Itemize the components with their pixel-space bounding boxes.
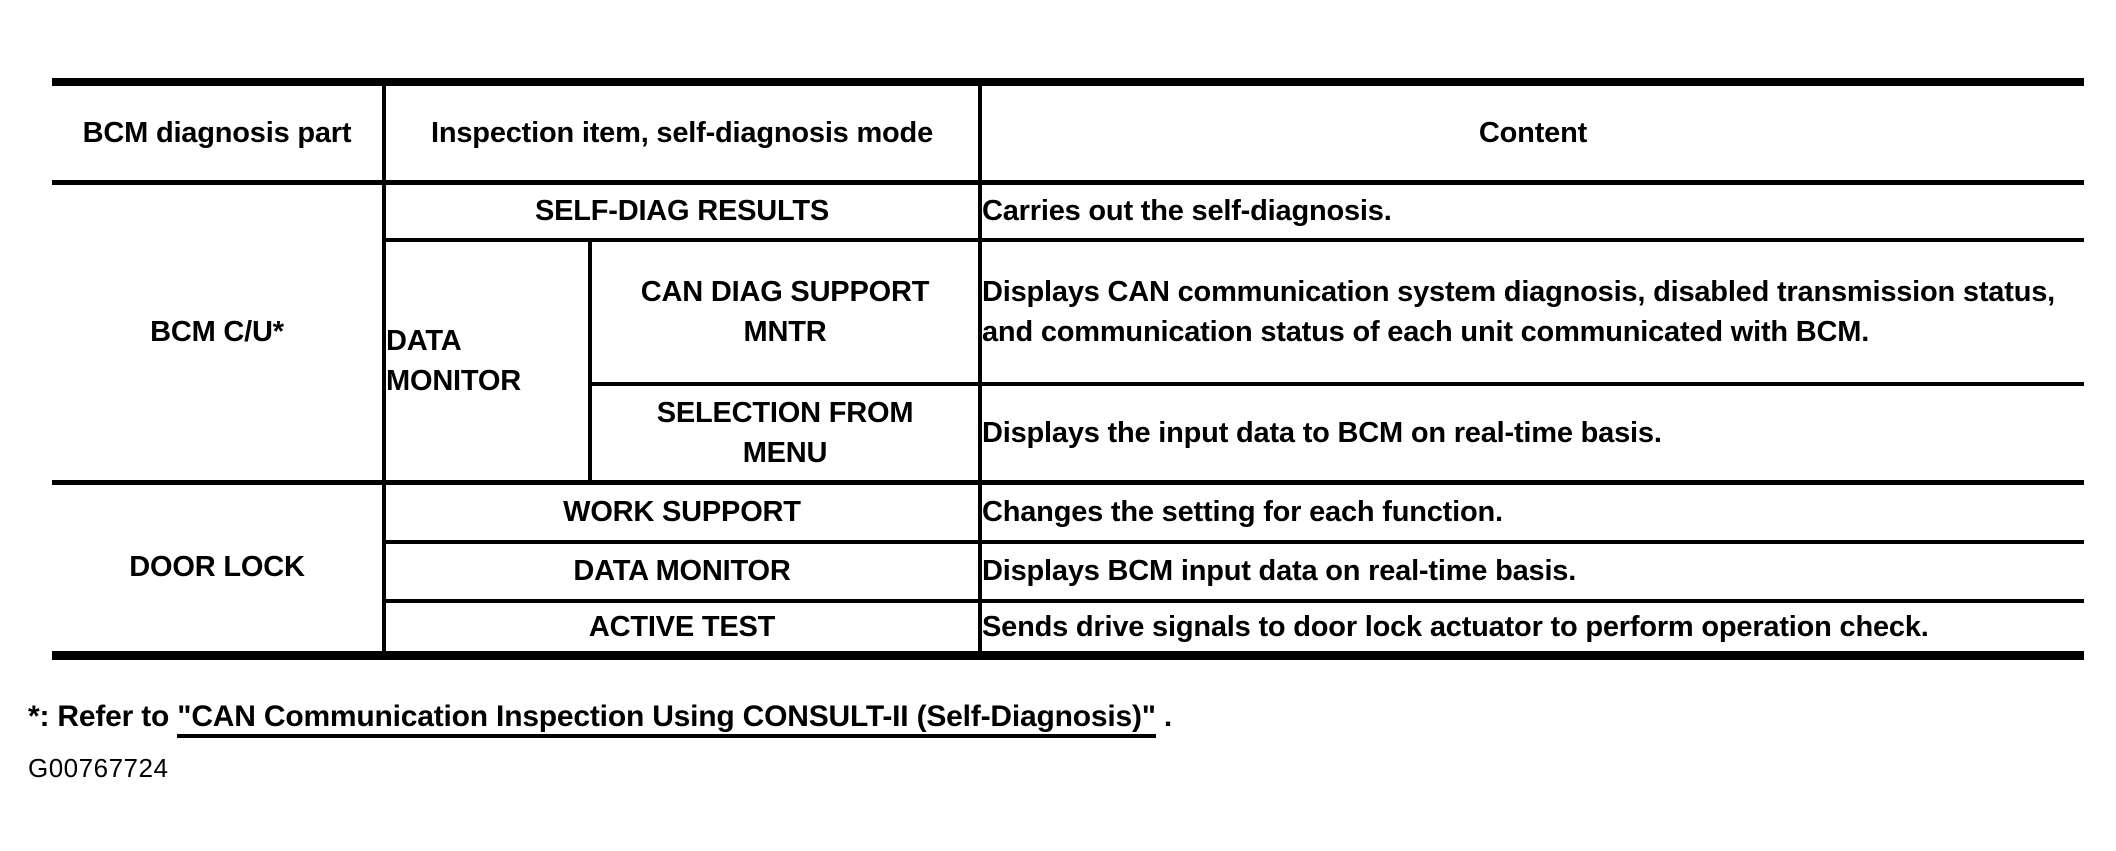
table-row-selection-from-menu: SELECTION FROM MENU Displays the input d…: [52, 382, 2084, 484]
cell-content-self-diag-results: Carries out the self-diagnosis.: [978, 180, 2084, 242]
cell-mode-data-monitor: DATA MONITOR: [382, 540, 982, 603]
table-row-self-diag-results: BCM C/U* SELF-DIAG RESULTS Carries out t…: [52, 180, 2084, 484]
cell-part-door-lock: DOOR LOCK: [52, 479, 386, 657]
cell-mode-selection-from-menu: SELECTION FROM MENU: [588, 382, 982, 484]
header-cell-inspection-item: Inspection item, self-diagnosis mode: [382, 80, 982, 185]
cell-mode-self-diag-results: SELF-DIAG RESULTS: [382, 180, 982, 242]
cell-group-data-monitor: DATA MONITOR: [382, 238, 592, 484]
cell-mode-active-test: ACTIVE TEST: [382, 599, 982, 657]
bcm-diagnosis-table: BCM diagnosis part Inspection item, self…: [52, 78, 2084, 660]
cell-content-active-test: Sends drive signals to door lock actuato…: [978, 599, 2084, 657]
header-cell-content: Content: [978, 80, 2084, 185]
header-inspection-item-label: Inspection item, self-diagnosis mode: [431, 116, 933, 149]
can-diag-support-mntr-label: CAN DIAG SUPPORT MNTR: [640, 275, 930, 348]
footnote-prefix: *: Refer to: [28, 700, 178, 733]
selection-from-menu-label: SELECTION FROM MENU: [656, 396, 914, 469]
footnote-reference-link[interactable]: "CAN Communication Inspection Using CONS…: [177, 700, 1156, 738]
figure-code: G00767724: [28, 753, 169, 783]
cell-content-can-diag-support-mntr: Displays CAN communication system diagno…: [978, 238, 2084, 386]
cell-content-work-support: Changes the setting for each function.: [978, 479, 2084, 544]
table-row-can-diag-support-mntr: DATA MONITOR CAN DIAG SUPPORT MNTR Displ…: [52, 238, 2084, 484]
footnote-suffix: .: [1155, 700, 1173, 733]
table-header-row: BCM diagnosis part Inspection item, self…: [52, 80, 2084, 185]
footnote: *: Refer to "CAN Communication Inspectio…: [28, 700, 1173, 738]
table-row-work-support: DOOR LOCK WORK SUPPORT Changes the setti…: [52, 479, 2084, 657]
table-row-active-test: ACTIVE TEST Sends drive signals to door …: [52, 599, 2084, 657]
table-row-data-monitor: DATA MONITOR Displays BCM input data on …: [52, 540, 2084, 603]
cell-mode-can-diag-support-mntr: CAN DIAG SUPPORT MNTR: [588, 238, 982, 386]
cell-part-bcm-cu: BCM C/U*: [52, 180, 386, 484]
cell-content-data-monitor: Displays BCM input data on real-time bas…: [978, 540, 2084, 603]
header-cell-bcm-diagnosis-part: BCM diagnosis part: [52, 80, 386, 185]
cell-content-selection-from-menu: Displays the input data to BCM on real-t…: [978, 382, 2084, 484]
cell-mode-work-support: WORK SUPPORT: [382, 479, 982, 544]
